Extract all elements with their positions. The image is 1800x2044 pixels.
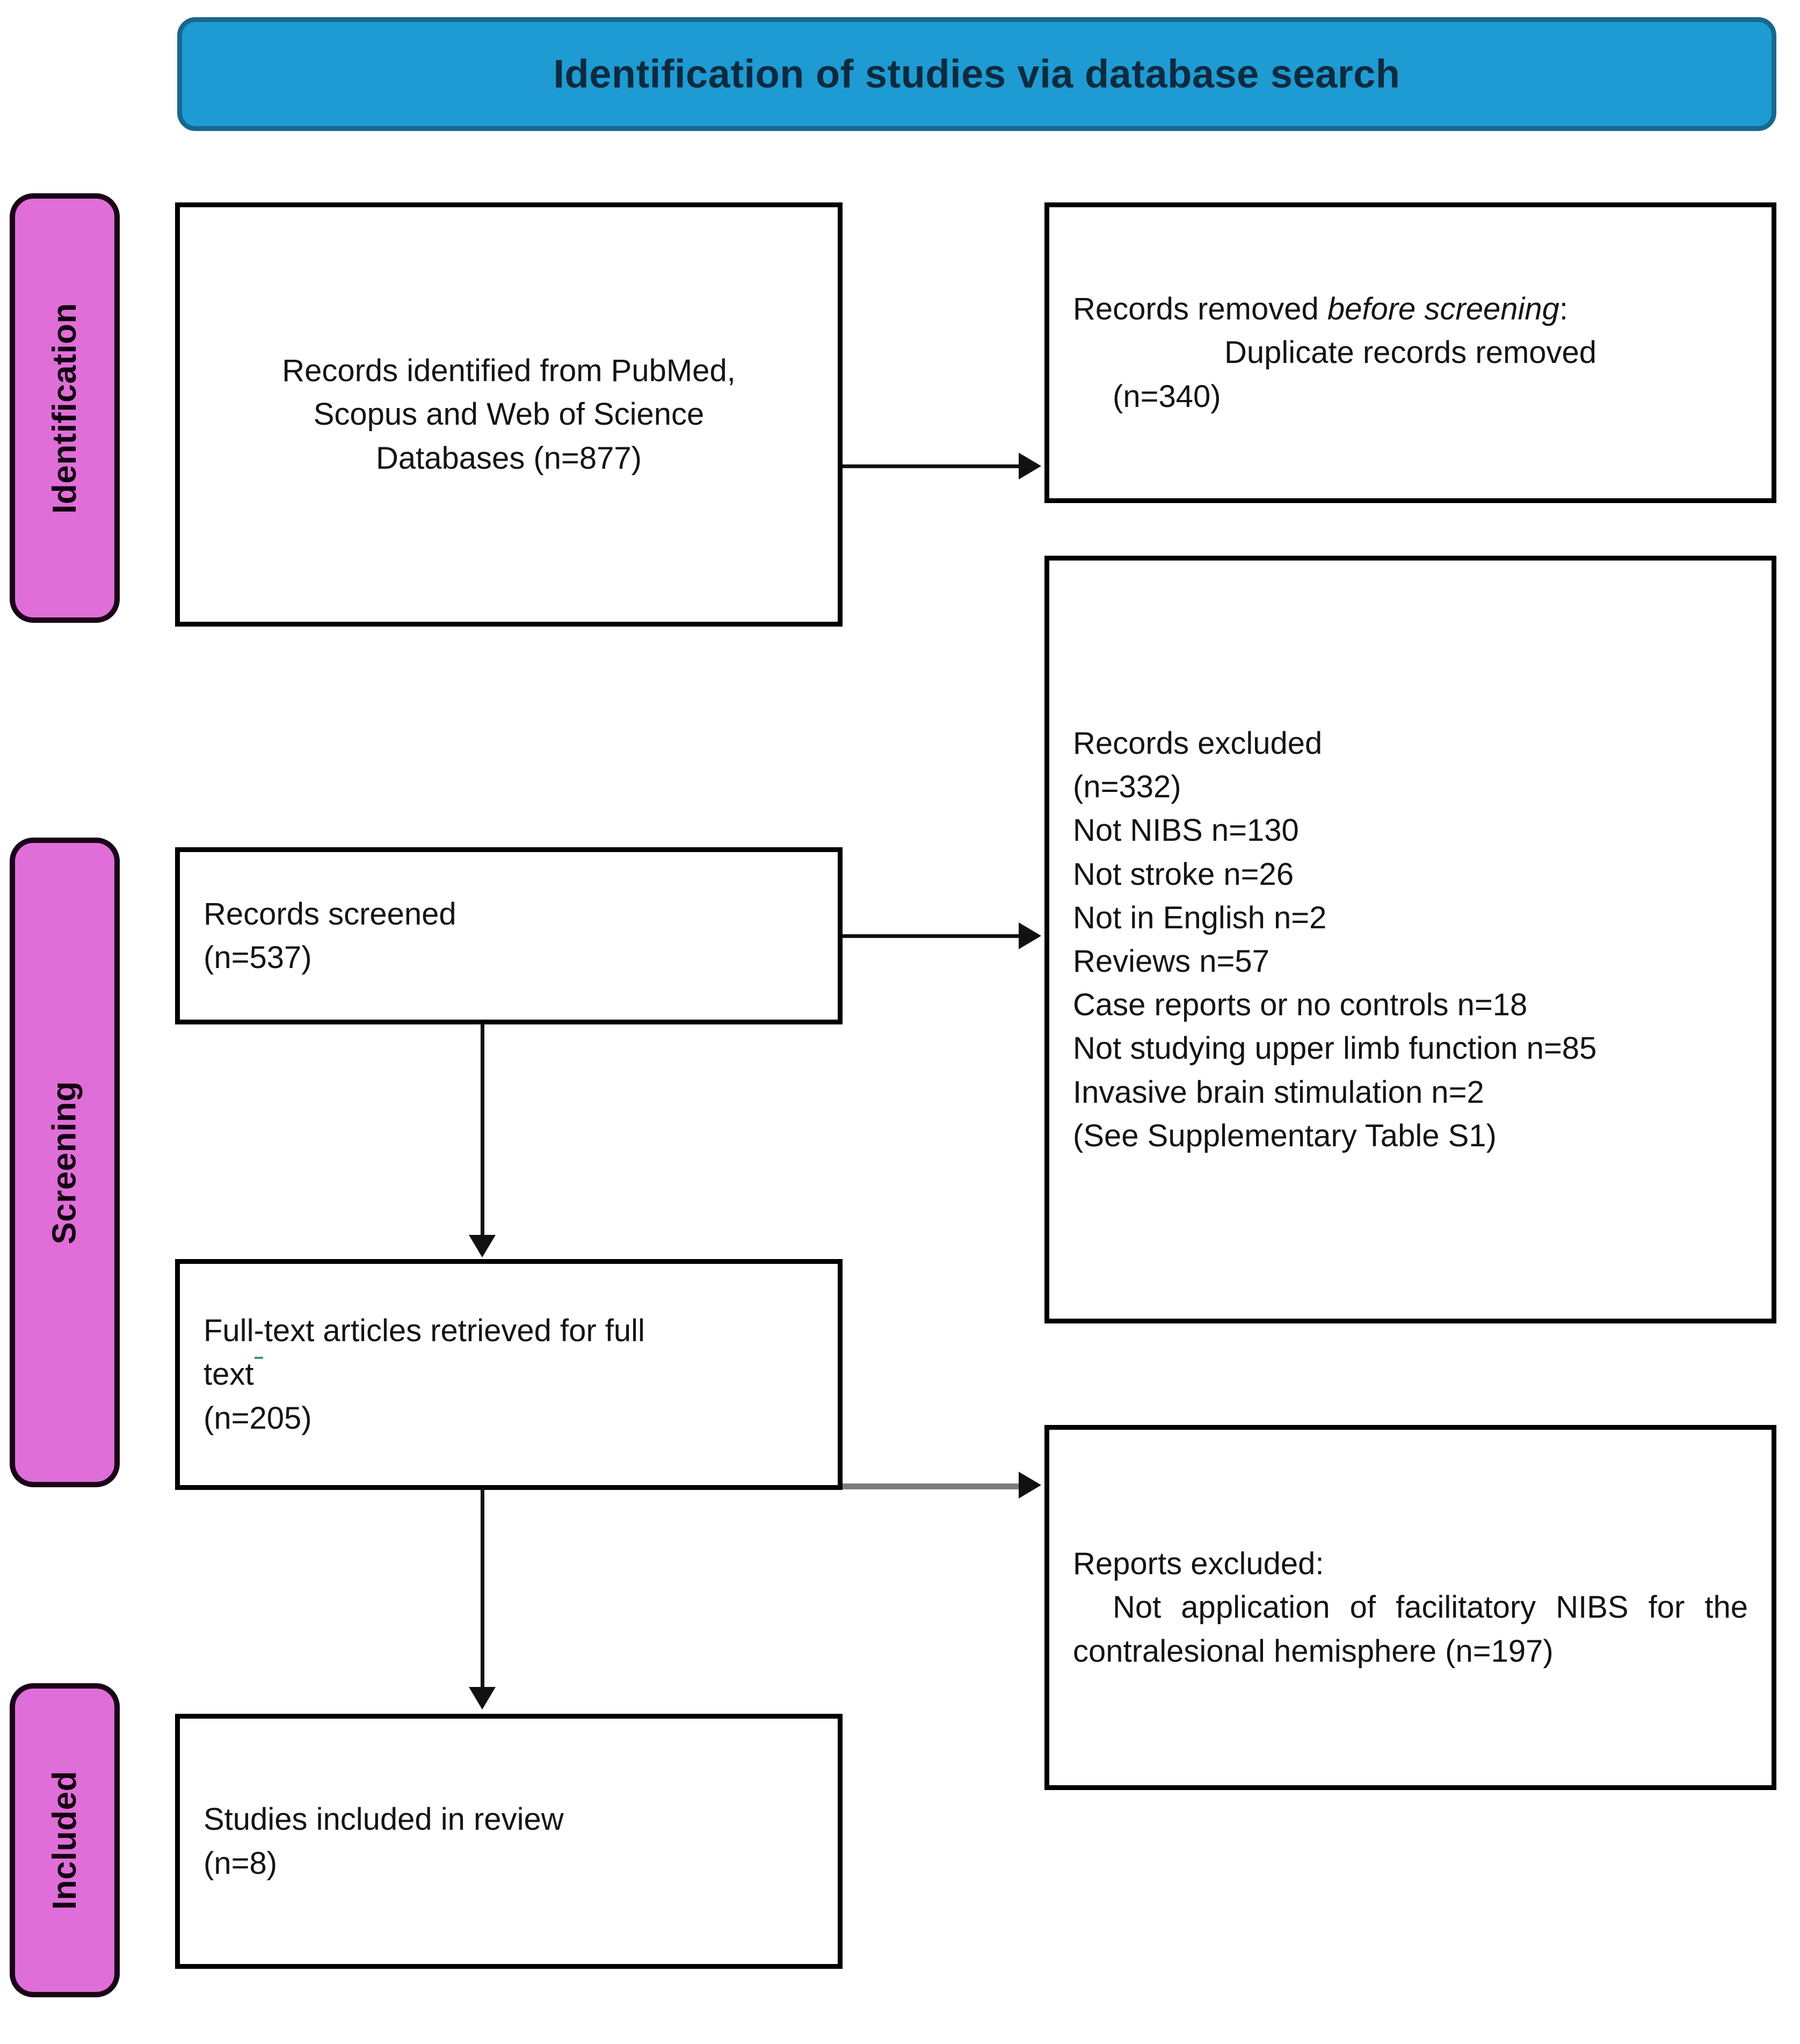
box-records-screened: Records screened (n=537) [175, 847, 843, 1024]
diagram-title: Identification of studies via database s… [553, 52, 1400, 97]
stage-label-screening: Screening [10, 838, 120, 1487]
studies-included-count: (n=8) [204, 1845, 278, 1881]
box-studies-included: Studies included in review (n=8) [175, 1714, 843, 1969]
duplicate-records-count: (n=340) [1113, 379, 1221, 414]
fulltext-line-1-rest: text articles retrieved for full [264, 1313, 645, 1349]
exclusion-reason: Not in English n=2 [1073, 900, 1327, 935]
connector-screened-to-fulltext [481, 1023, 484, 1238]
records-identified-line-1: Records identified from PubMed, [282, 353, 736, 389]
records-screened-line-1: Records screened [204, 896, 456, 932]
arrowhead-right-icon [1019, 1472, 1041, 1499]
connector-fulltext-to-included [481, 1488, 484, 1690]
records-removed-suffix: : [1559, 292, 1569, 327]
box-fulltext-articles-retrieved: Full-text articles retrieved for full te… [175, 1259, 843, 1490]
fulltext-word-full: Full [204, 1313, 254, 1349]
stage-label-text: Identification [46, 302, 83, 514]
exclusion-reason: Reviews n=57 [1073, 944, 1269, 979]
reports-excluded-title: Reports excluded: [1073, 1546, 1324, 1582]
arrowhead-down-icon [469, 1235, 496, 1257]
exclusion-reason: Not NIBS n=130 [1073, 813, 1299, 848]
records-excluded-title: Records excluded [1073, 726, 1323, 761]
box-records-identified: Records identified from PubMed, Scopus a… [175, 202, 843, 627]
studies-included-line-1: Studies included in review [204, 1802, 564, 1837]
arrowhead-right-icon [1019, 922, 1041, 949]
records-identified-line-2: Scopus and Web of Science [313, 397, 705, 432]
records-screened-count: (n=537) [204, 940, 312, 975]
records-excluded-note: (See Supplementary Table S1) [1073, 1118, 1497, 1153]
diagram-header-banner: Identification of studies via database s… [177, 17, 1776, 131]
fulltext-hyphen-mark: - [253, 1309, 264, 1359]
duplicate-records-removed-line: Duplicate records removed [1224, 335, 1597, 370]
exclusion-reason: Invasive brain stimulation n=2 [1073, 1074, 1484, 1110]
fulltext-count: (n=205) [204, 1400, 312, 1436]
box-records-excluded: Records excluded (n=332) Not NIBS n=130 … [1044, 556, 1776, 1323]
reports-excluded-body: Not application of facilitatory NIBS for… [1073, 1590, 1748, 1669]
records-removed-prefix: Records removed [1073, 292, 1327, 327]
arrowhead-right-icon [1019, 453, 1041, 479]
records-removed-emphasis: before screening [1327, 292, 1559, 327]
stage-label-included: Included [10, 1683, 120, 1997]
stage-label-text: Screening [46, 1080, 83, 1245]
exclusion-reason: Not studying upper limb function n=85 [1073, 1031, 1597, 1066]
exclusion-reason: Case reports or no controls n=18 [1073, 987, 1528, 1023]
connector-fulltext-to-reports-excluded [843, 1483, 1023, 1489]
arrowhead-down-icon [469, 1687, 496, 1710]
box-records-removed-before-screening: Records removed before screening: Duplic… [1044, 202, 1776, 503]
exclusion-reason: Not stroke n=26 [1073, 856, 1294, 892]
connector-screened-to-excluded [843, 934, 1023, 938]
records-identified-line-3: Databases (n=877) [376, 440, 642, 476]
box-reports-excluded: Reports excluded: Not application of fac… [1044, 1425, 1776, 1790]
fulltext-line-2: text [204, 1357, 254, 1392]
fulltext-line-1: Full-text articles retrieved for full [204, 1309, 814, 1359]
stage-label-text: Included [46, 1771, 83, 1910]
stage-label-identification: Identification [10, 193, 120, 623]
records-removed-heading: Records removed before screening: [1073, 287, 1748, 331]
records-excluded-count: (n=332) [1073, 769, 1181, 805]
connector-identified-to-duplicates [843, 464, 1023, 468]
